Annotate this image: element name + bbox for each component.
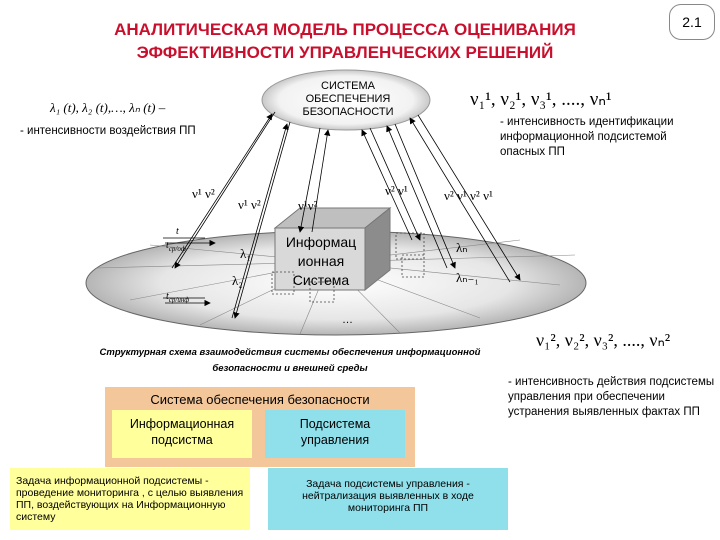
t2-subscript: ср/инф (169, 296, 190, 304)
info-subsystem-task: Задача информационной подсистемы - прове… (10, 468, 250, 530)
control-subsystem-line-2: управления (265, 432, 405, 448)
arrow-label-4: ν² ν¹ (385, 183, 408, 199)
info-system-line-1: Информац (277, 233, 365, 252)
t2-label: tср/инф (166, 291, 189, 304)
t1-subscript: ср/оф (169, 245, 186, 253)
info-system-line-2: ионная (277, 252, 365, 271)
nu2-description: - интенсивность действия подсистемы упра… (508, 375, 718, 420)
info-system-line-3: Система (277, 271, 365, 290)
diagram-caption: Структурная схема взаимодействия системы… (30, 345, 550, 377)
control-subsystem-task: Задача подсистемы управления - нейтрализ… (268, 468, 508, 530)
security-system-line-3: БЕЗОПАСНОСТИ (278, 106, 418, 119)
info-subsystem-line-1: Информационная (112, 416, 252, 432)
control-subsystem-box: Подсистема управления (265, 410, 405, 458)
security-system-panel-title: Система обеспечения безопасности (105, 392, 415, 407)
caption-line-1: Структурная схема взаимодействия системы… (30, 345, 550, 361)
arrow-label-3: ν¹ν² (298, 198, 318, 214)
control-subsystem-line-1: Подсистема (265, 416, 405, 432)
nu2-formula: ν₁², ν₂², ν₃², ...., νₙ² (536, 330, 670, 351)
caption-line-2: безопасности и внешней среды (30, 361, 550, 377)
lambda-1-label: λ₁ (240, 246, 251, 262)
title-line-2: ЭФФЕКТИВНОСТИ УПРАВЛЕНЧЕСКИХ РЕШЕНИЙ (60, 41, 630, 64)
slide-title: АНАЛИТИЧЕСКАЯ МОДЕЛЬ ПРОЦЕССА ОЦЕНИВАНИЯ… (60, 18, 630, 64)
slide-number: 2.1 (669, 4, 715, 40)
info-subsystem-box: Информационная подсистма (112, 410, 252, 458)
arrow-label-2: ν¹ ν² (238, 197, 261, 213)
ellipsis: … (342, 314, 353, 326)
lambda-n-minus-1-label: λₙ₋₁ (456, 270, 479, 286)
info-subsystem-line-2: подсистма (112, 432, 252, 448)
lambda-formula: λ₁ (t), λ₂ (t),…, λₙ (t) – (50, 100, 165, 116)
security-system-line-2: ОБЕСПЕЧЕНИЯ (278, 93, 418, 106)
nu1-formula: ν₁¹, ν₂¹, ν₃¹, ...., νₙ¹ (470, 88, 612, 111)
arrow-label-5: ν² ν¹ ν² ν¹ (444, 188, 493, 204)
security-system-line-1: СИСТЕМА (278, 80, 418, 93)
t1-numerator: t (176, 226, 179, 237)
nu1-description: - интенсивность идентификации информацио… (500, 115, 710, 160)
t1-label: tср/оф (166, 240, 186, 253)
title-line-1: АНАЛИТИЧЕСКАЯ МОДЕЛЬ ПРОЦЕССА ОЦЕНИВАНИЯ (60, 18, 630, 41)
info-system-label: Информац ионная Система (277, 233, 365, 290)
security-system-label: СИСТЕМА ОБЕСПЕЧЕНИЯ БЕЗОПАСНОСТИ (278, 80, 418, 119)
lambda-2-label: λ₂ (232, 273, 243, 289)
arrow-label-1: ν¹ ν² (192, 186, 215, 202)
lambda-description: - интенсивности воздействия ПП (20, 125, 196, 137)
lambda-n-label: λₙ (456, 240, 467, 256)
